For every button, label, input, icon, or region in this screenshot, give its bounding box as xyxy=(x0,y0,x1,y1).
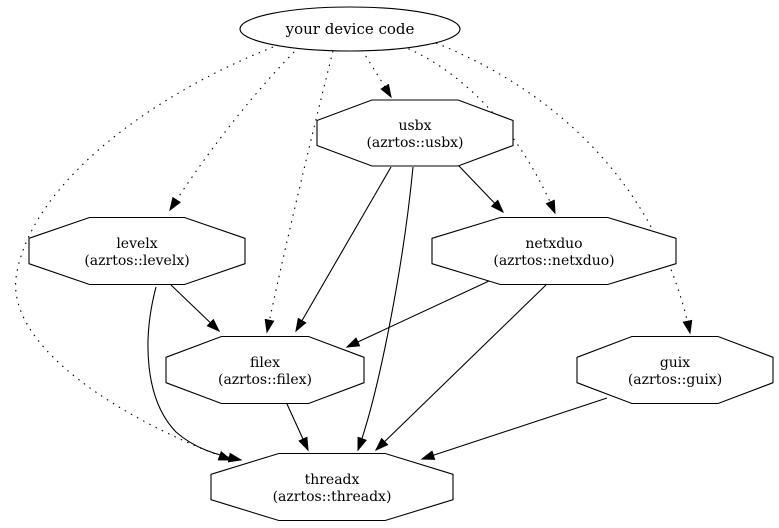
edge-usbx-filex xyxy=(295,166,392,333)
edge-netxduo-threadx xyxy=(374,284,547,452)
node-device: your device code xyxy=(239,6,461,52)
node-threadx: threadx(azrtos::threadx) xyxy=(210,452,454,522)
node-netxduo: netxduo(azrtos::netxduo) xyxy=(431,216,677,286)
guix-shape xyxy=(576,335,774,405)
edge-device-levelx xyxy=(169,46,300,212)
filex-sublabel: (azrtos::filex) xyxy=(218,372,312,388)
edge-guix-threadx xyxy=(420,397,608,460)
node-filex: filex(azrtos::filex) xyxy=(165,335,365,405)
netxduo-label: netxduo xyxy=(525,236,582,252)
threadx-sublabel: (azrtos::threadx) xyxy=(273,489,392,505)
threadx-shape xyxy=(210,452,454,522)
usbx-sublabel: (azrtos::usbx) xyxy=(366,135,463,151)
usbx-shape xyxy=(316,99,514,167)
guix-sublabel: (azrtos::guix) xyxy=(628,372,722,388)
netxduo-shape xyxy=(431,216,677,286)
edge-filex-threadx xyxy=(286,403,309,452)
device-label: your device code xyxy=(285,20,415,38)
netxduo-sublabel: (azrtos::netxduo) xyxy=(493,253,614,269)
edge-device-filex xyxy=(264,50,334,334)
levelx-label: levelx xyxy=(116,236,157,252)
levelx-sublabel: (azrtos::levelx) xyxy=(84,253,189,269)
device-shape xyxy=(239,6,461,52)
edge-levelx-filex xyxy=(170,284,221,333)
node-levelx: levelx(azrtos::levelx) xyxy=(28,216,246,286)
edge-device-threadx xyxy=(15,46,274,461)
node-guix: guix(azrtos::guix) xyxy=(576,335,774,405)
edge-device-usbx xyxy=(361,49,392,99)
edge-device-netxduo xyxy=(401,45,556,215)
edge-usbx-threadx xyxy=(357,166,414,452)
edge-netxduo-filex xyxy=(345,280,490,348)
levelx-shape xyxy=(28,216,246,286)
guix-label: guix xyxy=(660,355,690,371)
filex-label: filex xyxy=(250,355,280,371)
node-usbx: usbx(azrtos::usbx) xyxy=(316,99,514,167)
filex-shape xyxy=(165,335,365,405)
threadx-label: threadx xyxy=(305,472,360,488)
edge-levelx-threadx xyxy=(147,286,243,463)
edge-device-guix xyxy=(435,42,693,335)
edge-usbx-netxduo xyxy=(458,165,505,214)
usbx-label: usbx xyxy=(398,118,431,134)
